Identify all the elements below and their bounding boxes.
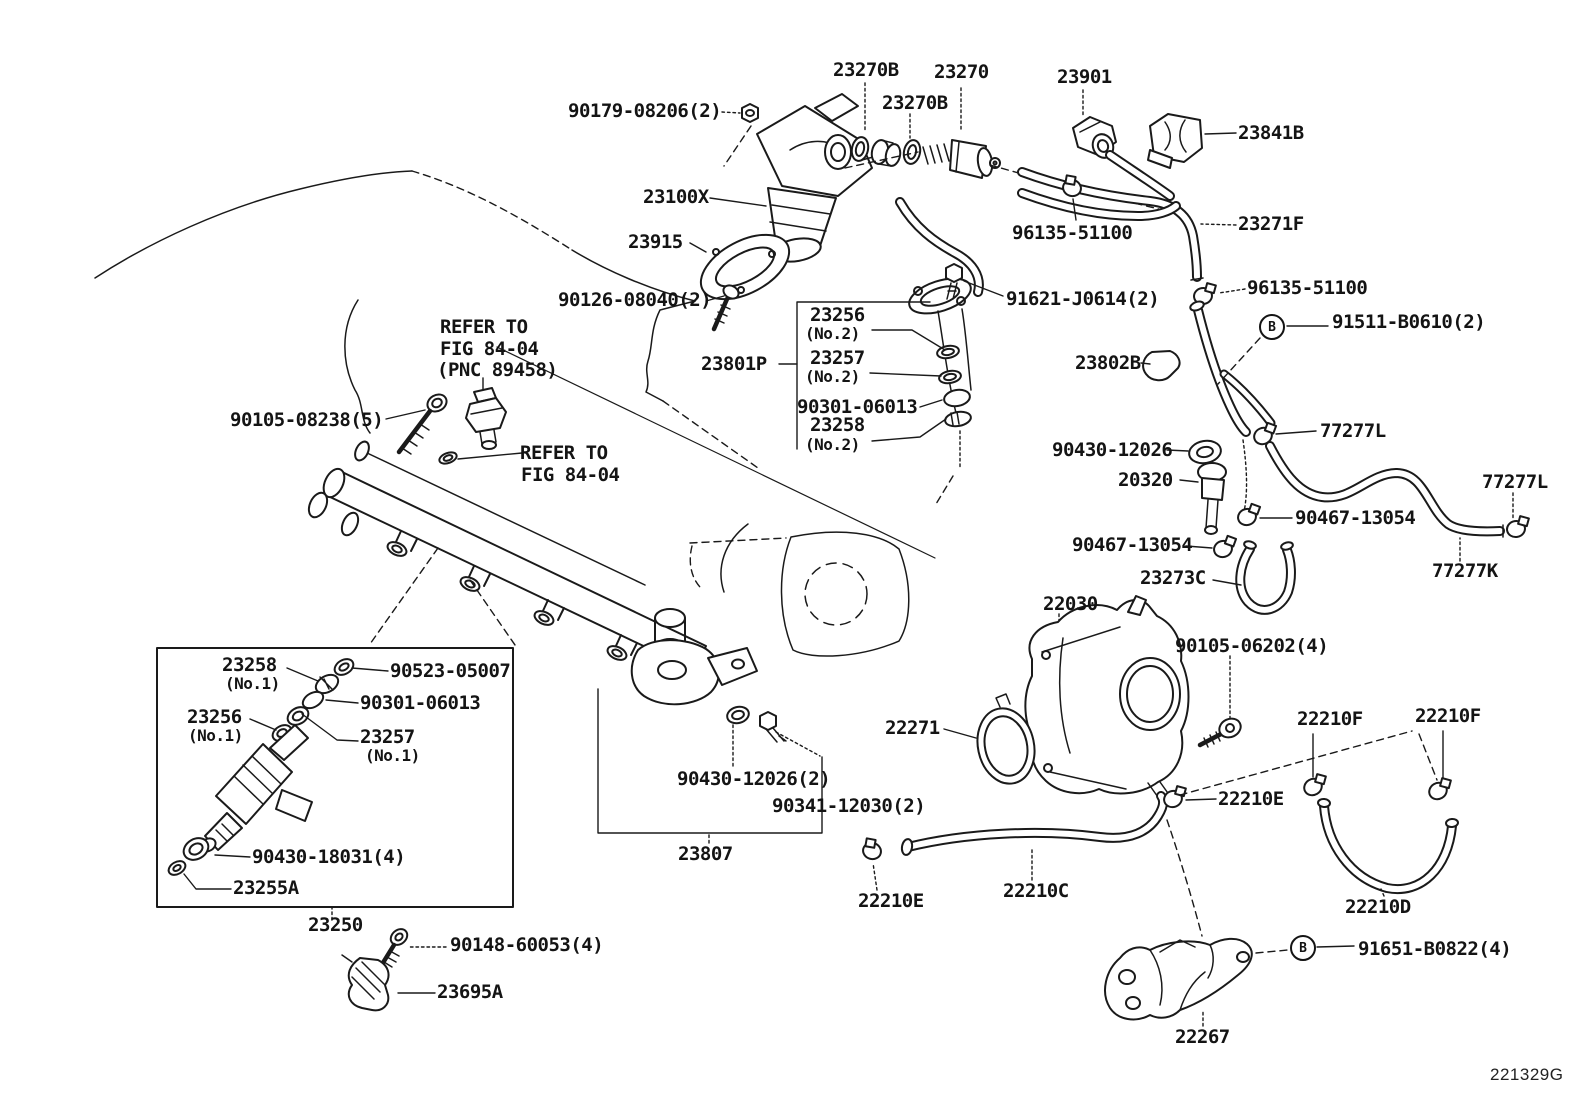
part-label-23257-no1-sub: (No.1): [365, 746, 420, 765]
part-label-77277k: 77277K: [1432, 560, 1498, 582]
part-label-22210f-1: 22210F: [1297, 708, 1363, 730]
note-refer-fig8404-line1: REFER TO: [440, 316, 528, 338]
callout-b-bottom: B: [1290, 935, 1316, 961]
part-label-23802b: 23802B: [1075, 352, 1141, 374]
part-label-23258-no1: 23258: [222, 654, 277, 676]
part-label-96135-51100-1: 96135-51100: [1012, 222, 1133, 244]
part-label-22210d: 22210D: [1345, 896, 1411, 918]
part-label-91651-b0822: 91651-B0822(4): [1358, 938, 1512, 960]
part-label-90148-60053: 90148-60053(4): [450, 934, 604, 956]
part-label-90179-08206: 90179-08206(2): [568, 100, 722, 122]
part-label-22210e-2: 22210E: [1218, 788, 1284, 810]
part-label-90301-06013-a: 90301-06013: [797, 396, 918, 418]
part-label-90430-12026: 90430-12026: [1052, 439, 1173, 461]
part-label-90467-13054-2: 90467-13054: [1072, 534, 1193, 556]
part-label-20320: 20320: [1118, 469, 1173, 491]
part-label-23257-no1: 23257: [360, 726, 415, 748]
figure-code: 221329G: [1490, 1065, 1564, 1084]
part-label-23258-no2: 23258: [810, 414, 865, 436]
part-label-22210c: 22210C: [1003, 880, 1069, 902]
callout-b-top: B: [1259, 314, 1285, 340]
part-label-22030: 22030: [1043, 593, 1098, 615]
part-label-23258-no1-sub: (No.1): [225, 674, 280, 693]
part-label-77277l-2: 77277L: [1482, 471, 1548, 493]
part-label-23258-no2-sub: (No.2): [805, 435, 860, 454]
part-label-90341-12030: 90341-12030(2): [772, 795, 926, 817]
part-label-23270b-2: 23270B: [882, 92, 948, 114]
part-label-23915: 23915: [628, 231, 683, 253]
note-refer-fig8404-line3: (PNC 89458): [437, 359, 558, 381]
note-refer-fig8404-line2: FIG 84-04: [440, 338, 539, 360]
part-label-90301-06013-b: 90301-06013: [360, 692, 481, 714]
part-label-96135-51100-2: 96135-51100: [1247, 277, 1368, 299]
part-label-23255a: 23255A: [233, 877, 299, 899]
part-label-23695a: 23695A: [437, 981, 503, 1003]
part-label-23256-no1: 23256: [187, 706, 242, 728]
part-label-22267: 22267: [1175, 1026, 1230, 1048]
part-label-23256-no2-sub: (No.2): [805, 324, 860, 343]
part-label-23270b-1: 23270B: [833, 59, 899, 81]
part-label-90430-18031: 90430-18031(4): [252, 846, 406, 868]
part-label-23271f: 23271F: [1238, 213, 1304, 235]
part-label-77277l-1: 77277L: [1320, 420, 1386, 442]
part-label-23273c: 23273C: [1140, 567, 1206, 589]
part-label-23901: 23901: [1057, 66, 1112, 88]
part-label-90105-06202: 90105-06202(4): [1175, 635, 1329, 657]
part-label-23801p: 23801P: [701, 353, 767, 375]
part-label-23256-no2: 23256: [810, 304, 865, 326]
part-label-91621-j0614: 91621-J0614(2): [1006, 288, 1160, 310]
part-label-90126-08040: 90126-08040(2): [558, 289, 712, 311]
part-label-22210e-1: 22210E: [858, 890, 924, 912]
part-label-23256-no1-sub: (No.1): [188, 726, 243, 745]
part-label-23841b: 23841B: [1238, 122, 1304, 144]
note-refer-fig8404b-line1: REFER TO: [520, 442, 608, 464]
part-label-91511-b0610: 91511-B0610(2): [1332, 311, 1486, 333]
part-label-90105-08238: 90105-08238(5): [230, 409, 384, 431]
part-label-90430-12026-2: 90430-12026(2): [677, 768, 831, 790]
note-refer-fig8404b-line2: FIG 84-04: [521, 464, 620, 486]
part-label-23807: 23807: [678, 843, 733, 865]
part-label-90523-05007: 90523-05007: [390, 660, 511, 682]
part-label-23100x: 23100X: [643, 186, 709, 208]
part-label-23270: 23270: [934, 61, 989, 83]
part-label-22210f-2: 22210F: [1415, 705, 1481, 727]
part-label-22271: 22271: [885, 717, 940, 739]
part-label-23250: 23250: [308, 914, 363, 936]
part-label-90467-13054-1: 90467-13054: [1295, 507, 1416, 529]
part-label-23257-no2-sub: (No.2): [805, 367, 860, 386]
part-label-23257-no2: 23257: [810, 347, 865, 369]
